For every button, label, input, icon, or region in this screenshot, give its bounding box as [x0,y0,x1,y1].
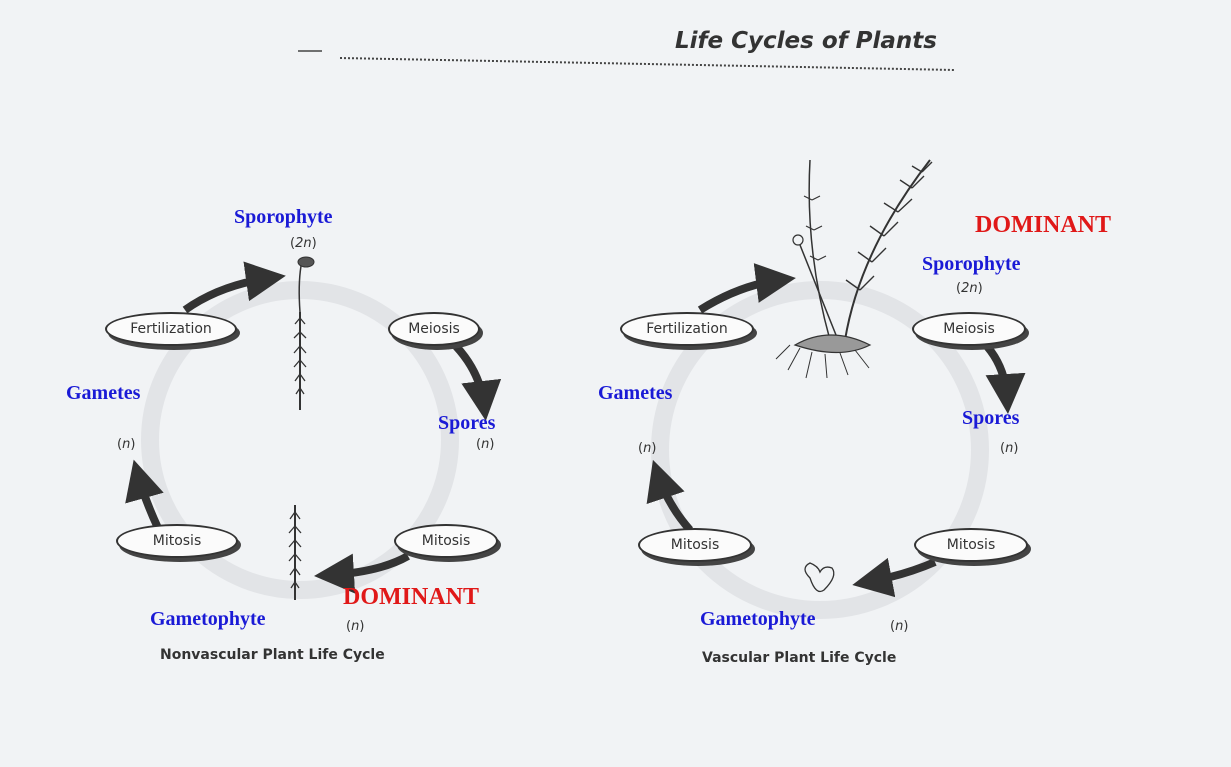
nv-gametes-ploidy-value: n [122,437,130,452]
v-caption: Vascular Plant Life Cycle [702,650,896,666]
nv-arrow-meiosis-to-spores [452,342,484,405]
nv-dominant-label: DOMINANT [343,584,479,611]
v-spores-label: Spores [962,407,1019,430]
v-mitosis-right-oval: Mitosis [914,528,1028,562]
nv-spores-ploidy: (n) [476,437,494,452]
v-sporophyte-ploidy: (2n) [956,281,983,296]
nv-fertilization-oval: Fertilization [105,312,237,346]
nv-sporophyte-label: Sporophyte [234,206,333,229]
fern-gametophyte-illustration [805,563,834,592]
v-dominant-label: DOMINANT [975,212,1111,239]
nv-sporophyte-ploidy-value: 2n [295,236,312,251]
nv-spores-label: Spores [438,412,495,435]
v-sporophyte-label: Sporophyte [922,253,1021,276]
v-meiosis-oval: Meiosis [912,312,1026,346]
nv-meiosis-oval: Meiosis [388,312,480,346]
nv-gametes-ploidy: (n) [117,437,135,452]
v-gametophyte-ploidy-value: n [895,619,903,634]
v-spores-ploidy-value: n [1005,441,1013,456]
moss-sporophyte-illustration [294,257,314,410]
v-fertilization-oval: Fertilization [620,312,754,346]
fern-sporophyte-illustration [776,160,932,378]
nv-gametophyte-label: Gametophyte [150,608,266,631]
nv-gametes-label: Gametes [66,382,140,405]
v-arrow-meiosis-to-spores [984,343,1007,398]
v-sporophyte-ploidy-value: 2n [961,281,978,296]
v-mitosis-left-oval: Mitosis [638,528,752,562]
v-gametophyte-ploidy: (n) [890,619,908,634]
v-gametes-label: Gametes [598,382,672,405]
nv-gametophyte-ploidy: (n) [346,619,364,634]
nv-caption: Nonvascular Plant Life Cycle [160,647,385,663]
nv-mitosis-right-oval: Mitosis [394,524,498,558]
nv-spores-ploidy-value: n [481,437,489,452]
v-gametophyte-label: Gametophyte [700,608,816,631]
nv-sporophyte-ploidy: (2n) [290,236,317,251]
nv-gametophyte-ploidy-value: n [351,619,359,634]
v-spores-ploidy: (n) [1000,441,1018,456]
v-gametes-ploidy-value: n [643,441,651,456]
nv-mitosis-left-oval: Mitosis [116,524,238,558]
v-gametes-ploidy: (n) [638,441,656,456]
page-title: Life Cycles of Plants [675,28,937,54]
